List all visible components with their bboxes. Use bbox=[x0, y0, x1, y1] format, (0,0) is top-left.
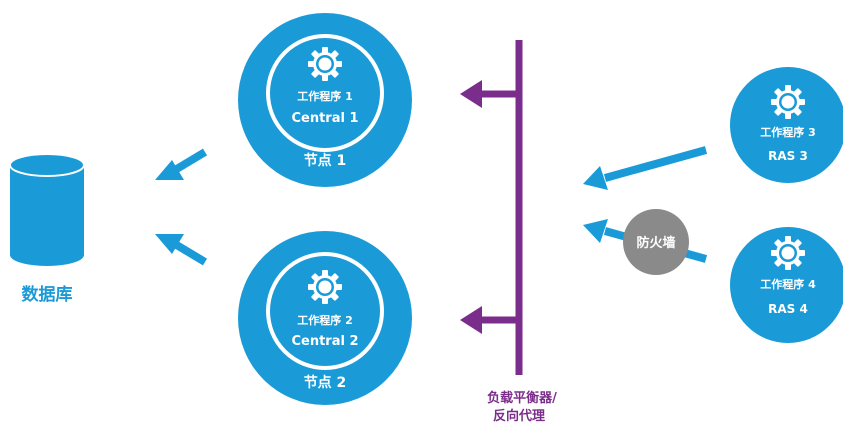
firewall-label: 防火墙 bbox=[636, 235, 675, 251]
database-label: 数据库 bbox=[22, 284, 73, 305]
load-balancer-label-line2: 反向代理 bbox=[493, 408, 545, 424]
node-label: 节点 1 bbox=[304, 152, 347, 169]
gear-icon bbox=[308, 270, 342, 304]
worker-label: 工作程序 1 bbox=[297, 89, 352, 103]
worker-label: 工作程序 2 bbox=[297, 313, 352, 327]
arrow-node2-to-db bbox=[155, 234, 208, 266]
gear-icon bbox=[771, 85, 805, 119]
database-icon bbox=[9, 153, 85, 266]
gear-icon bbox=[771, 236, 805, 270]
arrow-ras3-to-lb bbox=[583, 146, 708, 190]
central-label: Central 1 bbox=[291, 111, 358, 126]
central-label: Central 2 bbox=[291, 334, 358, 349]
firewall: 防火墙 bbox=[623, 209, 689, 275]
node-label: 节点 2 bbox=[304, 374, 347, 391]
ras-name: RAS 4 bbox=[768, 302, 808, 316]
node-1: 工作程序 1 Central 1 节点 1 bbox=[238, 13, 412, 187]
gear-icon bbox=[308, 47, 342, 81]
ras-4: 工作程序 4 RAS 4 bbox=[730, 227, 843, 343]
worker-label: 工作程序 3 bbox=[760, 125, 815, 139]
load-balancer-label-line1: 负载平衡器/ bbox=[487, 390, 557, 406]
ras-name: RAS 3 bbox=[768, 149, 808, 163]
load-balancer bbox=[460, 40, 523, 375]
ras-3: 工作程序 3 RAS 3 bbox=[730, 67, 843, 183]
node-2: 工作程序 2 Central 2 节点 2 bbox=[238, 231, 412, 405]
arrow-node1-to-db bbox=[155, 148, 208, 180]
worker-label: 工作程序 4 bbox=[760, 277, 816, 291]
